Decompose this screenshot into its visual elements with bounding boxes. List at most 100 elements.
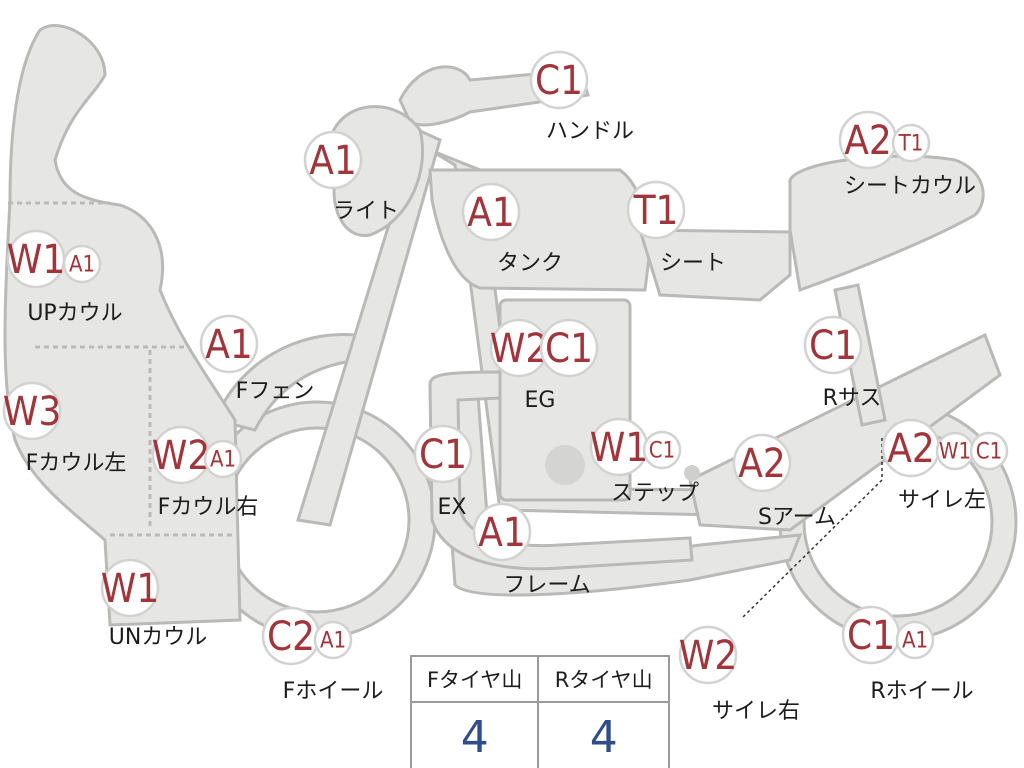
damage-code: A1 (210, 448, 236, 473)
part-label-seat: シート (660, 251, 726, 276)
damage-code: W1 (590, 425, 648, 471)
damage-code: W2 (152, 433, 210, 479)
part-label-f-cowl-right: Fカウル右 (158, 495, 259, 520)
damage-badge-circle (626, 180, 686, 240)
part-group-frame: A1 フレーム (472, 502, 591, 598)
part-group-handle: C1 ハンドル (529, 50, 634, 144)
front-tire-value: 4 (409, 701, 540, 768)
damage-badge-circle (891, 123, 931, 163)
part-group-seat: T1 シート (626, 180, 726, 276)
part-label-s-arm: Sアーム (758, 505, 836, 530)
part-label-light: ライト (333, 199, 399, 224)
damage-code: C1 (545, 326, 593, 372)
part-label-r-wheel: Rホイール (870, 679, 973, 704)
part-label-seat-cowl: シートカウル (844, 174, 976, 199)
part-label-frame: フレーム (503, 573, 590, 598)
damage-code: A1 (902, 629, 928, 654)
seat-shape (637, 228, 792, 302)
damage-code: C1 (809, 323, 857, 369)
damage-badge-circle (895, 620, 935, 660)
part-group-tank: A1 タンク (461, 182, 563, 276)
part-label-f-cowl-left: Fカウル左 (26, 451, 127, 476)
rear-tire-header: Rタイヤ山 (537, 655, 670, 703)
part-group-light: A1 ライト (303, 130, 399, 224)
damage-badge-circle (642, 430, 682, 470)
damage-badge-circle (803, 315, 863, 375)
damage-badge-circle (472, 502, 532, 562)
damage-code: W1 (7, 237, 65, 283)
damage-code: W1 (939, 440, 971, 465)
damage-code: T1 (633, 188, 679, 234)
damage-code: A1 (478, 510, 526, 556)
damage-badge-circle (203, 439, 243, 479)
damage-code: A2 (738, 441, 786, 487)
damage-code: C1 (535, 58, 583, 104)
damage-badge-circle (529, 50, 589, 110)
part-label-eg: EG (525, 388, 556, 413)
step-bolt (684, 465, 700, 481)
part-label-ex: EX (438, 495, 467, 520)
damage-code: C1 (419, 432, 467, 478)
damage-code: A2 (844, 118, 892, 164)
damage-code: C1 (976, 440, 1002, 465)
damage-badge-circle (969, 431, 1009, 471)
front-fork-shape (296, 127, 442, 527)
part-label-un-cowl: UNカウル (109, 625, 208, 650)
damage-code: A1 (205, 322, 253, 368)
damage-code: T1 (898, 132, 924, 157)
damage-code: A1 (467, 190, 515, 236)
damage-code: A1 (69, 253, 95, 278)
part-label-silencer-right: サイレ右 (712, 699, 800, 724)
damage-code: A1 (309, 138, 357, 184)
silencer-leader-line-2 (741, 479, 883, 619)
tire-tread-table: Fタイヤ山 Rタイヤ山 4 4 (409, 655, 670, 768)
part-label-f-wheel: Fホイール (283, 679, 384, 704)
part-group-silencer-right: W2 サイレ右 (678, 625, 800, 724)
damage-code: C2 (267, 614, 315, 660)
part-label-silencer-left: サイレ左 (898, 488, 986, 513)
damage-badge-circle (461, 182, 521, 242)
damage-badge-circle (678, 625, 738, 685)
damage-code: W3 (3, 389, 61, 435)
part-label-step: ステップ (611, 481, 699, 506)
damage-badge-circle (413, 424, 473, 484)
damage-code: W1 (101, 566, 159, 612)
damage-badge-circle (62, 244, 102, 284)
damage-code: C1 (649, 439, 675, 464)
damage-code: A1 (320, 629, 346, 654)
damage-code: W2 (679, 633, 737, 679)
damage-badge-circle (199, 314, 259, 374)
part-label-r-sus: Rサス (823, 386, 882, 411)
part-label-handle: ハンドル (546, 119, 634, 144)
damage-badge-circle (732, 433, 792, 493)
damage-badge-circle (2, 381, 62, 441)
engine-bolt (545, 445, 585, 485)
damage-badge-circle (539, 318, 599, 378)
part-label-f-fender: Fフェン (236, 379, 315, 404)
damage-badge-circle (100, 558, 160, 618)
damage-code: A2 (887, 426, 935, 472)
damage-code: W2 (490, 326, 548, 372)
damage-badge-circle (313, 620, 353, 660)
damage-code: C1 (847, 613, 895, 659)
rear-tire-value: 4 (537, 701, 670, 768)
damage-badge-circle (303, 130, 363, 190)
part-label-tank: タンク (497, 251, 563, 276)
part-label-up-cowl: UPカウル (27, 301, 122, 326)
